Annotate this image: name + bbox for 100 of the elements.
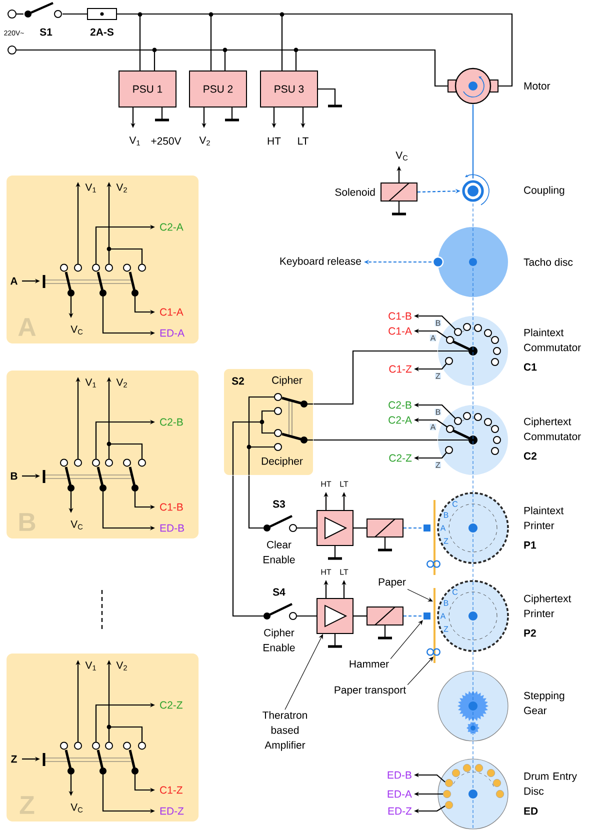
- switch-label: S3: [272, 500, 286, 508]
- voltage-label: +250V: [151, 137, 182, 145]
- label: C1-A: [388, 327, 412, 335]
- wire: [296, 615, 316, 617]
- wire: [354, 615, 366, 617]
- label: ED: [524, 807, 538, 815]
- leader-line: [407, 656, 434, 686]
- label: Ciphertext Printer: [524, 594, 572, 618]
- label: ED-B: [388, 771, 412, 779]
- leader-line: [284, 634, 323, 710]
- label: C2-Z: [160, 701, 182, 709]
- wire: [314, 439, 438, 441]
- label: V$_{1}$: [85, 184, 96, 192]
- linkage-line: [404, 527, 423, 529]
- label: Ciphertext Commutator: [524, 418, 581, 440]
- label: C2-A: [160, 223, 184, 231]
- shaft-line: [472, 297, 474, 316]
- label: V$_{C}$: [70, 326, 83, 334]
- leader-line: [390, 620, 423, 660]
- voltage-label: V$_{C}$: [396, 152, 408, 160]
- label: Stepping Gear: [524, 692, 564, 714]
- label: C1-B: [160, 503, 183, 511]
- label: V$_{2}$: [116, 662, 127, 670]
- label: C1-Z: [389, 365, 412, 373]
- switch-label: S4: [272, 588, 286, 596]
- label: V$_{C}$: [70, 520, 83, 530]
- terminal: [8, 10, 16, 18]
- label: ED-A: [160, 329, 184, 337]
- label: V$_{1}$: [85, 662, 96, 670]
- label: ED-B: [160, 524, 184, 532]
- transport-rollers: [426, 560, 440, 568]
- shaft-line: [472, 475, 474, 492]
- label: Z: [11, 755, 17, 763]
- wire: [16, 49, 448, 87]
- label: P1: [524, 541, 536, 549]
- voltage-label: HT: [268, 137, 281, 145]
- label: Hammer: [350, 660, 389, 668]
- label: C1-B: [388, 312, 412, 320]
- switch-label: S2: [232, 377, 244, 385]
- label: V$_{1}$: [85, 378, 96, 388]
- label: C2-Z: [389, 454, 412, 462]
- label: V$_{2}$: [116, 184, 127, 192]
- linkage-line: [404, 615, 423, 617]
- label: Decipher: [262, 457, 303, 467]
- label: P2: [524, 629, 536, 637]
- label: Drum Entry Disc: [524, 772, 577, 795]
- wire: [296, 527, 316, 529]
- paper-strip: [434, 588, 436, 663]
- fuse-label: 2A-S: [90, 28, 114, 36]
- wire: [62, 13, 87, 15]
- voltage-label: V$_{2}$: [199, 136, 210, 146]
- label: Cipher Enable: [264, 628, 295, 652]
- label: ED-A: [388, 790, 412, 798]
- label: V$_{C}$: [70, 804, 83, 812]
- power-supply-box: PSU 1: [118, 70, 176, 108]
- wire: [248, 476, 264, 529]
- label: V$_{2}$: [116, 378, 127, 388]
- label: ED-Z: [388, 807, 412, 815]
- hammer: [424, 524, 430, 532]
- voltage-label: V$_{1}$: [129, 136, 140, 146]
- switch-label: S1: [40, 28, 52, 36]
- wire: [314, 350, 438, 405]
- power-supply-box: PSU 2: [189, 70, 247, 108]
- paper-strip: [434, 500, 436, 575]
- shaft-line: [472, 564, 474, 580]
- wire: [232, 476, 264, 617]
- label: Plaintext Printer: [524, 506, 564, 530]
- label: Solenoid: [335, 188, 375, 196]
- shaft-line: [472, 386, 474, 405]
- label: Motor: [524, 82, 550, 90]
- label: C2: [524, 452, 536, 460]
- shaft-line: [472, 203, 474, 227]
- label: A: [10, 277, 18, 285]
- label: C1: [524, 363, 537, 371]
- label: Coupling: [524, 186, 564, 196]
- shaft-line: [472, 652, 474, 671]
- power-supply-box: PSU 3: [260, 70, 318, 108]
- leader-line: [407, 588, 433, 602]
- label: C2-B: [388, 401, 412, 409]
- label: Paper transport: [334, 686, 406, 696]
- label: C1-A: [160, 308, 184, 316]
- label: C1-Z: [160, 786, 182, 794]
- hammer: [424, 612, 430, 620]
- label: Cipher: [272, 376, 302, 386]
- label: Paper: [378, 578, 406, 588]
- wire: [354, 527, 366, 529]
- label: C2-B: [160, 418, 183, 426]
- wire: [117, 13, 513, 87]
- wire: [16, 13, 24, 15]
- label: B: [10, 472, 18, 480]
- drive-shaft: [472, 104, 474, 178]
- label: C2-A: [388, 416, 412, 424]
- voltage-label: LT: [298, 137, 308, 145]
- shaft-line: [472, 741, 474, 759]
- transport-rollers: [426, 648, 440, 656]
- terminal: [8, 46, 16, 54]
- label: Keyboard release: [280, 257, 361, 267]
- label: Theratron based Amplifier: [262, 711, 307, 751]
- label: ED-Z: [160, 807, 184, 815]
- label: Tacho disc: [524, 258, 573, 266]
